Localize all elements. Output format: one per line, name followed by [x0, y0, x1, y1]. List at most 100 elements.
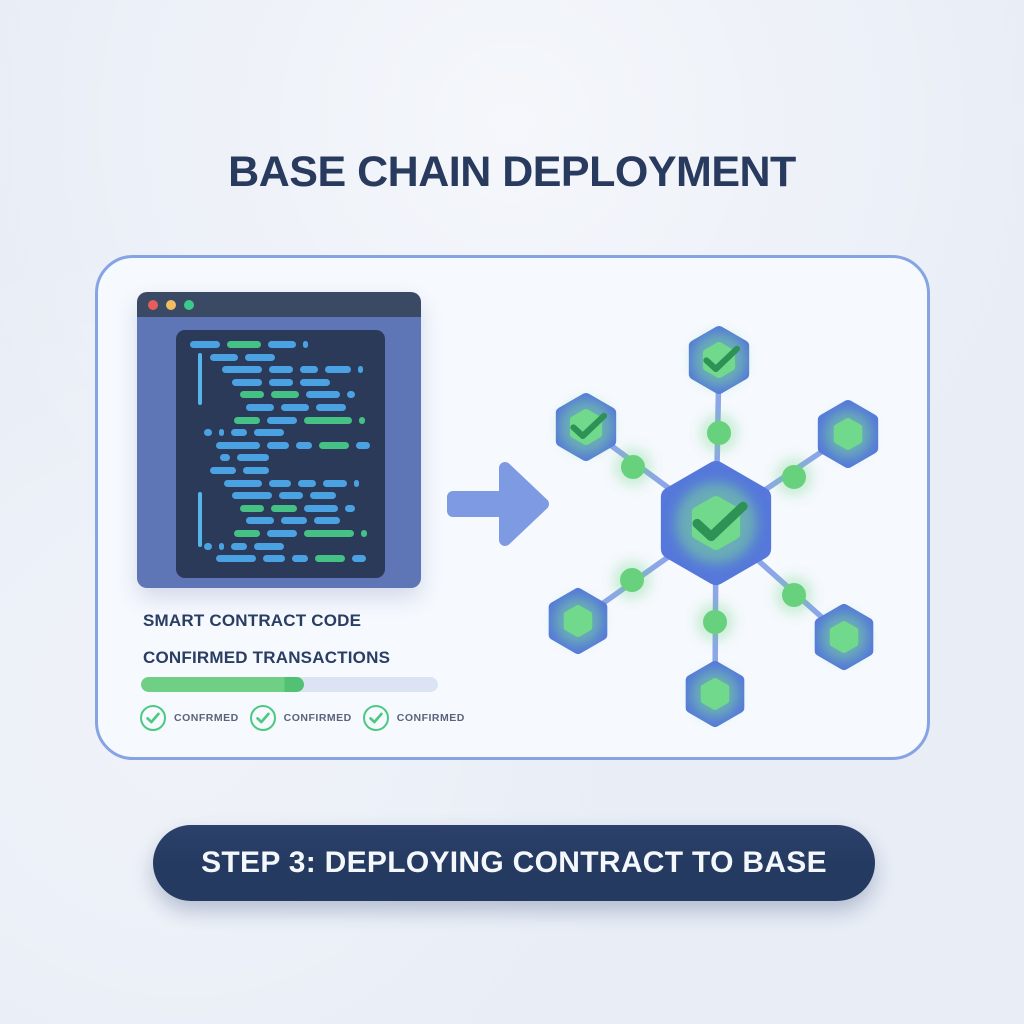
code-segment — [292, 555, 308, 563]
code-line — [188, 504, 385, 512]
code-line — [188, 403, 385, 411]
code-segment — [325, 366, 351, 374]
inner-hexagon-upper-right — [833, 418, 863, 450]
check-circle-icon — [362, 705, 389, 731]
code-segment — [269, 479, 291, 487]
code-line — [188, 378, 385, 386]
zoom-dot-icon — [184, 299, 194, 310]
editor-titlebar — [137, 292, 421, 317]
confirmed-badge: CONFIRMED — [249, 705, 352, 731]
check-icon — [369, 712, 383, 724]
check-circle-icon — [249, 705, 276, 731]
code-segment — [240, 391, 264, 399]
code-segment — [219, 542, 224, 550]
step-banner: STEP 3: DEPLOYING CONTRACT TO BASE — [153, 825, 875, 901]
code-segment — [269, 378, 293, 386]
code-segment — [314, 517, 340, 525]
progress-bar — [141, 677, 438, 692]
connector-dot — [621, 455, 645, 479]
code-segment — [281, 403, 309, 411]
minimize-dot-icon — [166, 299, 176, 310]
code-segment — [310, 492, 336, 500]
code-segment — [231, 429, 247, 437]
code-line — [188, 555, 385, 563]
code-segment — [271, 391, 299, 399]
code-segment — [304, 416, 352, 424]
connector-dot — [782, 583, 806, 607]
code-segment — [306, 391, 340, 399]
code-segment — [300, 378, 330, 386]
code-segment — [216, 441, 260, 449]
close-dot-icon — [148, 299, 158, 310]
code-line — [188, 466, 385, 474]
code-line — [188, 391, 385, 399]
code-segment — [298, 479, 316, 487]
code-segment — [303, 341, 308, 348]
inner-hexagon-bottom — [700, 678, 730, 710]
connector-dot — [703, 610, 727, 634]
connector-dot — [707, 421, 731, 445]
editor-body — [137, 317, 421, 588]
code-segment — [220, 454, 230, 462]
code-segment — [304, 504, 338, 512]
code-segment — [315, 555, 345, 563]
code-segment — [245, 353, 275, 361]
code-segment — [304, 529, 354, 537]
code-segment — [240, 504, 264, 512]
code-segment — [279, 492, 303, 500]
code-segment — [224, 479, 262, 487]
code-segment — [267, 529, 297, 537]
code-segment — [246, 403, 274, 411]
code-segment — [359, 416, 365, 424]
code-segment — [232, 378, 262, 386]
check-circle-icon — [140, 705, 166, 731]
code-segment — [316, 403, 346, 411]
arrow-icon — [447, 462, 549, 546]
code-segment — [219, 429, 224, 437]
code-line — [188, 492, 385, 500]
traffic-lights — [137, 299, 194, 310]
code-line — [188, 353, 385, 361]
confirmed-badge: CONFIRMED — [362, 705, 465, 731]
code-segment — [271, 504, 297, 512]
inner-hexagon-lower-right — [829, 621, 859, 653]
code-segment — [254, 542, 284, 550]
code-segment — [268, 341, 296, 348]
code-segment — [210, 466, 236, 474]
inner-hexagon-lower-left — [563, 605, 593, 637]
network-diagram — [447, 326, 879, 728]
progress-fill — [141, 677, 305, 692]
code-segment — [356, 441, 370, 449]
code-segment — [267, 441, 289, 449]
code-editor-window — [137, 292, 421, 588]
badge-label: CONFRMED — [174, 712, 239, 724]
code-lines — [176, 330, 385, 578]
code-segment — [237, 454, 269, 462]
code-line — [188, 479, 385, 487]
check-icon — [570, 412, 608, 440]
confirmed-transactions-label: CONFIRMED TRANSACTIONS — [143, 648, 391, 667]
code-segment — [347, 391, 355, 399]
code-segment — [210, 353, 238, 361]
connector-dot — [620, 568, 644, 592]
code-segment — [352, 555, 366, 563]
badge-label: CONFIRMED — [396, 712, 465, 724]
confirmed-badge: CONFRMED — [140, 705, 239, 731]
code-segment — [354, 479, 359, 487]
code-segment — [269, 366, 293, 374]
code-segment — [319, 441, 349, 449]
confirmation-badges: CONFRMED CONFIRMED CONFIRMED — [140, 704, 465, 732]
code-segment — [246, 517, 274, 525]
code-segment — [345, 504, 355, 512]
code-segment — [190, 341, 220, 348]
code-segment — [263, 555, 285, 563]
check-icon — [146, 712, 160, 724]
code-line — [188, 517, 385, 525]
code-line — [188, 529, 385, 537]
code-segment — [281, 517, 307, 525]
code-segment — [300, 366, 318, 374]
code-segment — [358, 366, 363, 374]
check-icon — [255, 712, 270, 724]
code-segment — [234, 529, 260, 537]
